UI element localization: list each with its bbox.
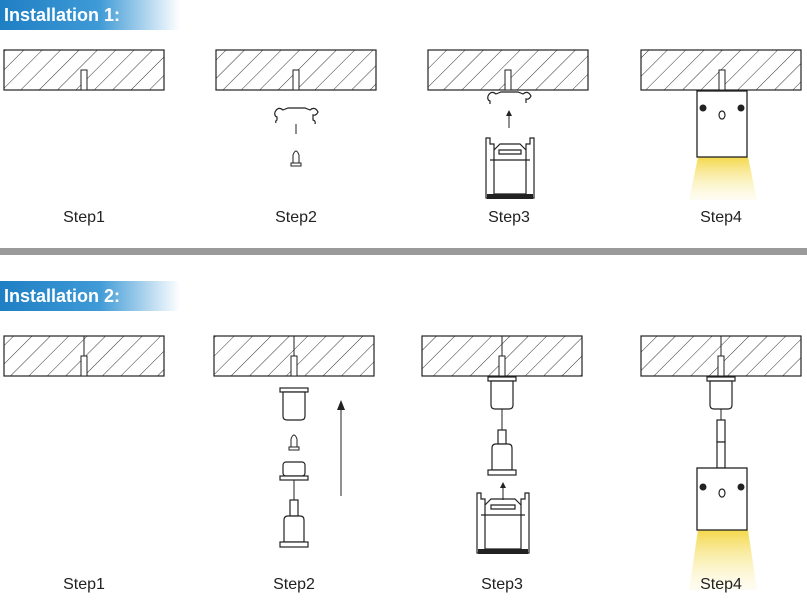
inst2-step3-up-arrow — [500, 482, 506, 500]
inst2-step1-ceiling — [3, 335, 165, 377]
inst2-step3-ceiling — [421, 335, 583, 377]
inst2-step4-light-glow — [689, 530, 757, 590]
inst1-step2-screw — [290, 150, 302, 167]
inst1-step3-diffuser — [487, 194, 533, 199]
inst2-step2-suspension-kit — [279, 461, 309, 548]
inst2-step2-ceiling-cup — [279, 387, 309, 421]
inst2-step3-aluminium-profile — [476, 492, 530, 554]
inst1-step4-ceiling — [640, 49, 802, 91]
inst1-step2-label: Step2 — [275, 209, 317, 226]
inst2-step2-ceiling — [213, 335, 375, 377]
installation-2-title: Installation 2: — [0, 281, 180, 311]
inst1-step2-mounting-clip — [274, 107, 319, 125]
inst2-step4-label: Step4 — [700, 576, 742, 593]
inst1-step3-aluminium-profile — [485, 137, 535, 199]
inst1-step4-end-cap — [696, 90, 748, 158]
inst2-step3-label: Step3 — [481, 576, 523, 593]
inst1-step1-ceiling — [3, 49, 165, 91]
inst2-step4-end-cap — [696, 467, 748, 531]
inst2-step2-screw — [288, 434, 300, 451]
inst2-step3-suspension-kit — [487, 376, 517, 476]
inst1-step3-up-arrow — [506, 110, 512, 128]
inst2-step2-label: Step2 — [273, 576, 315, 593]
inst1-step3-ceiling — [427, 49, 589, 91]
inst2-step3-diffuser — [478, 549, 528, 554]
inst1-step3-label: Step3 — [488, 209, 530, 226]
installation-1-title: Installation 1: — [0, 0, 180, 30]
inst1-step2-ceiling — [215, 49, 377, 91]
inst1-step4-light-glow — [689, 157, 757, 200]
inst2-step4-ceiling — [640, 335, 802, 377]
inst1-step4-label: Step4 — [700, 209, 742, 226]
inst2-step1-label: Step1 — [63, 576, 105, 593]
inst1-step1-label: Step1 — [63, 209, 105, 226]
section-divider — [0, 248, 807, 255]
inst1-step3-mounting-clip — [487, 91, 532, 104]
inst2-step4-suspension-kit — [706, 376, 736, 469]
inst2-step2-up-arrow — [337, 400, 345, 496]
